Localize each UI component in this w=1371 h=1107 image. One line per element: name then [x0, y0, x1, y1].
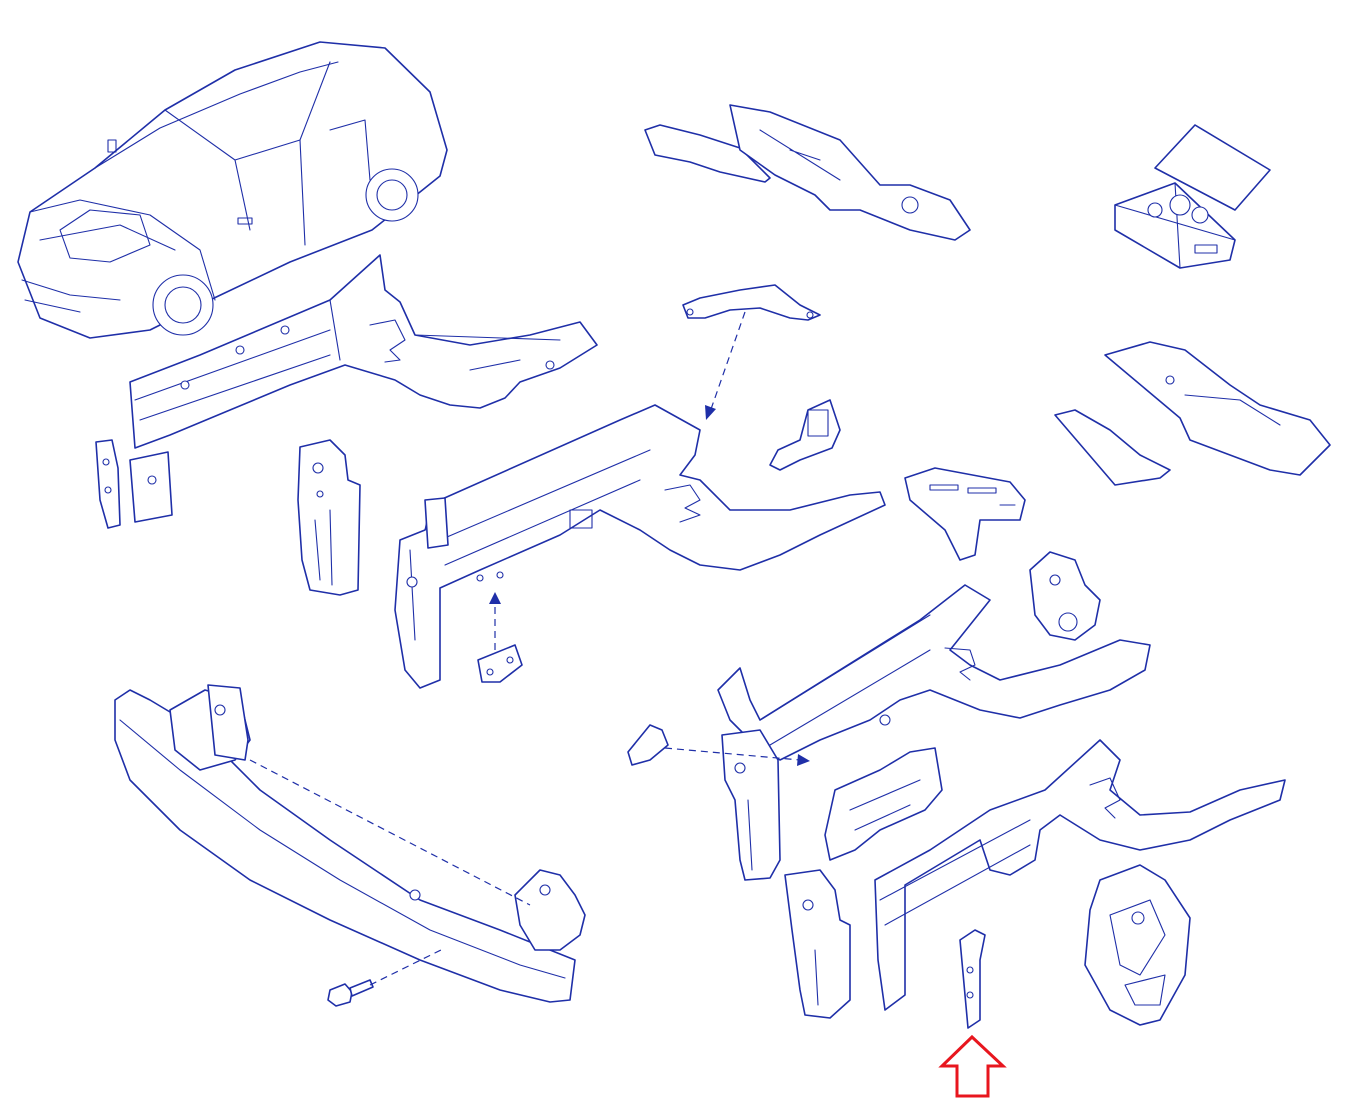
upright-reinforcement-left — [297, 439, 361, 596]
front-side-member-lower-right — [874, 739, 1286, 1011]
lower-bracket-center — [477, 644, 523, 683]
bracket-left-small — [95, 439, 173, 529]
parts-box — [1114, 124, 1271, 269]
suspension-mount-right — [1029, 551, 1101, 641]
bolt — [327, 979, 374, 1007]
crash-box-panel-right — [1084, 864, 1191, 1026]
upright-right — [721, 729, 781, 881]
front-side-member-right — [717, 584, 1151, 761]
inner-panel — [824, 747, 943, 861]
highlighted-bracket — [959, 929, 986, 1029]
bumper-reinforcement-beam — [114, 684, 586, 1003]
upper-rail-right-2 — [1054, 341, 1331, 486]
mounting-bracket-right — [904, 467, 1026, 561]
vehicle-overview — [17, 41, 448, 339]
up-arrow-outline-icon — [938, 1034, 1007, 1098]
clip-bracket — [769, 399, 841, 471]
top-bracket-center — [682, 284, 821, 321]
upper-rail-right — [644, 104, 971, 241]
front-side-member-left — [129, 254, 598, 449]
upright-lower-center — [784, 869, 851, 1019]
small-clip-lower — [627, 724, 669, 766]
front-side-member-center — [394, 404, 886, 689]
leader-lines — [249, 311, 810, 986]
